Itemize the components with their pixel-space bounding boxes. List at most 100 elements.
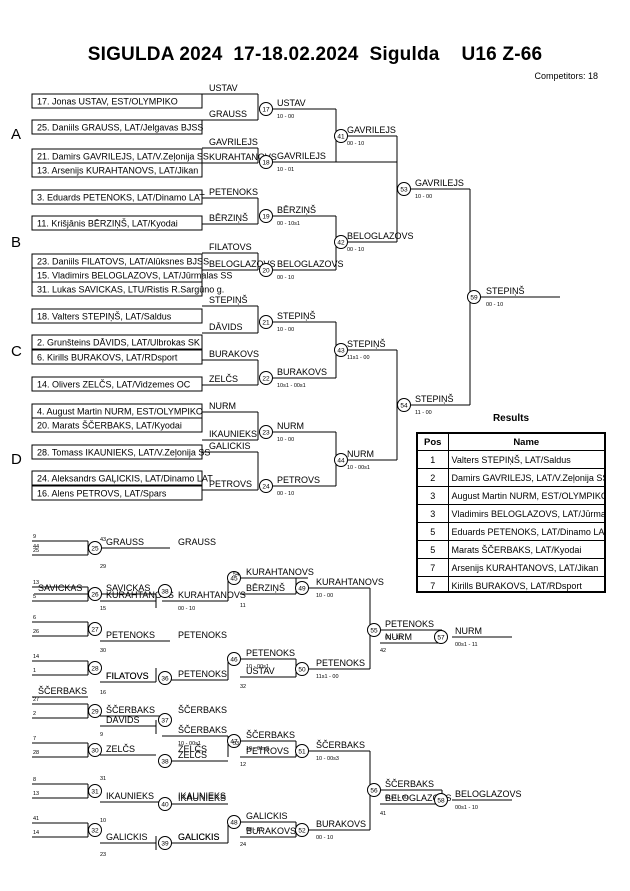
source-number: 5 [33,594,36,600]
competitor-label: ŠČERBAKS [246,730,295,740]
source-numbers: 9251356261412727288134114291530169311023… [33,534,386,858]
competitor-label: BELOGLAZOVS [209,259,276,269]
competitor-label: BURAKOVS [316,819,366,829]
match-number-circle [158,797,172,811]
pool-letter: C [11,343,22,360]
results-pos: 5 [418,540,449,559]
source-number: 12 [240,762,246,768]
results-pos: 3 [418,504,449,523]
competitor-label: KURAHTANOVS [316,577,384,587]
competitor-label: PETENOKS [316,658,365,668]
pool-letter: B [11,234,21,251]
match-number: 45 [230,576,238,583]
match-score: 10 - 00 [277,114,294,120]
pool-letters: A B C D [11,126,22,468]
match-score: 00s1 - 10 [455,805,478,811]
match-number: 43 [337,348,345,355]
results-pos: 5 [418,522,449,541]
match-score: 10 - 01 [277,167,294,173]
match-number: 46 [230,657,238,664]
match-number: 56 [370,788,378,795]
match-number: 48 [230,820,238,827]
entry-box [31,376,203,392]
source-number: 13 [33,791,39,797]
competitor-label: KURAHTANOVS [246,567,314,577]
match-number-circle [259,209,273,223]
source-number: 30 [100,648,106,654]
match-number: 52 [298,828,306,835]
match-number-circle [259,479,273,493]
competitor-label: NURM [455,626,482,636]
competitor-label: GALICKIS [106,832,148,842]
match-number: 58 [437,798,445,805]
entry-name: 15. Vladimirs BELOGLAZOVS, LAT/Jūrmalas … [37,271,232,281]
results-name: Damirs GAVRILEJS, LAT/V.Zeļonija SS [448,468,604,487]
source-number: 26 [33,629,39,635]
match-number-circle [295,581,309,595]
match-number: 23 [262,430,270,437]
results-name: Valters STEPIŅŠ, LAT/Saldus [448,450,604,469]
entry-name: 13. Arsenijs KURAHTANOVS, LAT/Jikan [37,166,198,176]
source-number: 11 [240,603,246,609]
match-number: 26 [91,592,99,599]
competitor-label: IKAUNIEKS [178,793,226,803]
entry-box [31,470,203,486]
pool-letter: D [11,451,22,468]
competitor-label: GAVRILEJS [347,125,396,135]
source-number: 6 [33,615,36,621]
match-number-circle [259,315,273,329]
match-number-circle [158,713,172,727]
match-number: 38 [161,589,169,596]
match-number: 40 [161,802,169,809]
competitor-label: STEPIŅŠ [486,286,525,296]
competitor-label: IKAUNIEKS [209,429,257,439]
match-number: 57 [437,635,445,642]
entry-box [31,444,203,460]
competitor-label: USTAV [209,83,238,93]
match-number-circle [259,102,273,116]
results-title: Results [492,413,530,424]
results-name: Eduards PETENOKS, LAT/Dinamo LAT [448,522,604,541]
source-number: 41 [33,816,39,822]
source-number: 24 [240,842,246,848]
match-number: 19 [262,214,270,221]
entry-name: 25. Daniils GRAUSS, LAT/Jelgavas BJSS [37,123,203,133]
match-number: 49 [298,586,306,593]
competitor-label: PETENOKS [209,187,258,197]
results-name: Marats ŠČERBAKS, LAT/Kyodai [448,540,604,559]
competitor-label: NURM [385,632,412,642]
source-number: 13 [33,580,39,586]
match-number: 51 [298,749,306,756]
source-number: 15 [100,606,106,612]
match-number-circle [367,623,381,637]
match-number: 36 [161,676,169,683]
match-number-circle [259,263,273,277]
source-number: 54 [233,572,239,578]
entry-name: 2. Grunšteins DĀVIDS, LAT/Ulbrokas SK [37,338,200,348]
source-number: 28 [33,750,39,756]
entry-name: 28. Tomass IKAUNIEKS, LAT/V.Zeļonija SS [37,448,210,458]
match-number: 21 [262,320,270,327]
competitor-label: ZELČS [209,374,238,384]
match-number-circle [295,662,309,676]
match-number: 47 [230,739,238,746]
match-number: 53 [400,187,408,194]
entry-name: 11. Krišjānis BĒRZIŅŠ, LAT/Kyodai [37,219,178,229]
match-number: 44 [337,458,345,465]
match-score: 11s1 - 00 [347,355,370,361]
source-number: 8 [33,777,36,783]
match-number: 42 [337,240,345,247]
pool-letter: A [11,126,21,143]
match-score: 00 - 10 [316,835,333,841]
competitor-label: GALICKIS [178,832,220,842]
match-number: 24 [262,484,270,491]
competitor-label: BĒRZIŅŠ [246,583,285,593]
match-score: 10 - 00s3 [316,756,339,762]
